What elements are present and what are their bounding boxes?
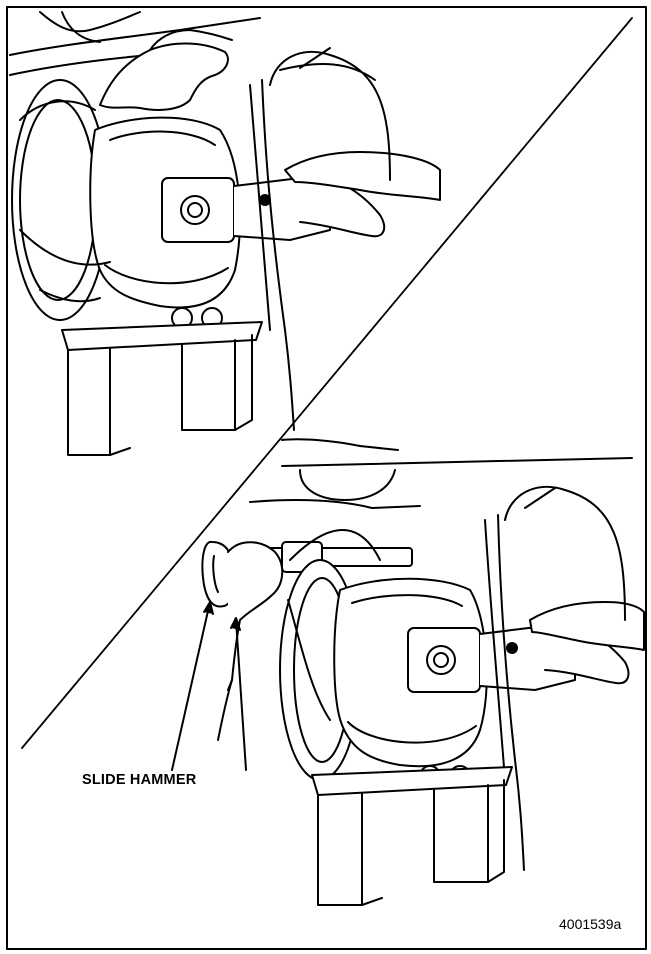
top-brake-assembly	[10, 12, 440, 455]
hand-top-left	[100, 44, 228, 110]
hand-bottom-left	[228, 542, 282, 690]
slide-hammer-leaders	[172, 602, 246, 770]
bottom-brake-assembly	[202, 439, 644, 905]
support-stand-top	[62, 322, 262, 350]
figure-number: 4001539a	[559, 916, 622, 932]
hand-bottom-right	[530, 602, 644, 650]
panel-divider	[22, 18, 632, 748]
figure-frame	[7, 7, 646, 949]
support-stand-bottom	[312, 767, 512, 795]
hand-top-right	[285, 152, 440, 200]
slide-hammer-label: SLIDE HAMMER	[82, 772, 197, 788]
